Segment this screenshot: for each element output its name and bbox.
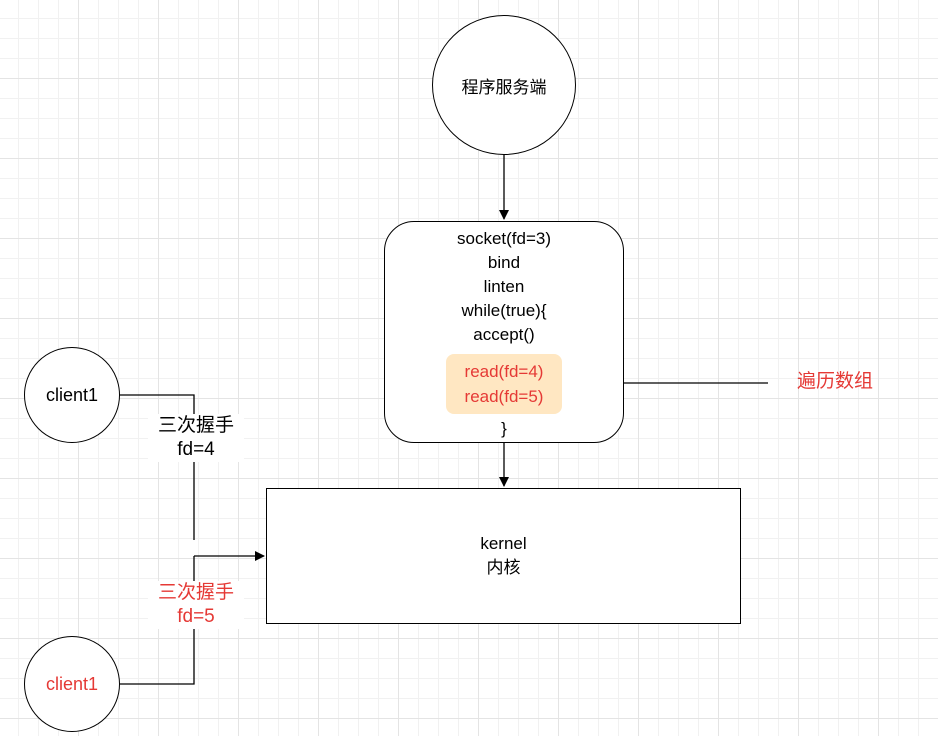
read-line-fd4: read(fd=4) bbox=[464, 362, 544, 381]
process-line-bind: bind bbox=[487, 253, 521, 272]
client-node-fd5: client1 bbox=[24, 636, 120, 732]
handshake-text-fd5: 三次握手 bbox=[157, 582, 234, 603]
client-label-fd4: client1 bbox=[45, 384, 99, 405]
edge-client-a bbox=[120, 394, 195, 540]
handshake-text-fd4: 三次握手 bbox=[157, 415, 234, 436]
fd-text-fd4: fd=4 bbox=[177, 439, 215, 460]
process-line-while: while(true){ bbox=[461, 301, 547, 320]
kernel-label: kernel bbox=[480, 534, 527, 553]
server-node: 程序服务端 bbox=[432, 15, 576, 155]
process-block: socket(fd=3) bind linten while(true){ ac… bbox=[384, 221, 624, 443]
fd-text-fd5: fd=5 bbox=[177, 606, 215, 627]
read-line-fd5: read(fd=5) bbox=[464, 387, 544, 406]
client-label-fd5: client1 bbox=[45, 673, 99, 694]
kernel-block: kernel 内核 bbox=[266, 488, 741, 624]
process-line-socket: socket(fd=3) bbox=[456, 229, 551, 248]
process-line-closing-brace: } bbox=[501, 419, 507, 438]
kernel-label-cn: 内核 bbox=[486, 558, 521, 577]
loop-label: 遍历数组 bbox=[796, 371, 873, 392]
server-label: 程序服务端 bbox=[461, 77, 547, 97]
handshake-label-fd4: 三次握手 fd=4 bbox=[148, 414, 244, 462]
handshake-label-fd5: 三次握手 fd=5 bbox=[148, 581, 244, 629]
read-highlight-box: read(fd=4) read(fd=5) bbox=[446, 354, 562, 414]
process-line-accept: accept() bbox=[473, 325, 535, 344]
process-line-listen: linten bbox=[483, 277, 525, 296]
client-node-fd4: client1 bbox=[24, 347, 120, 443]
